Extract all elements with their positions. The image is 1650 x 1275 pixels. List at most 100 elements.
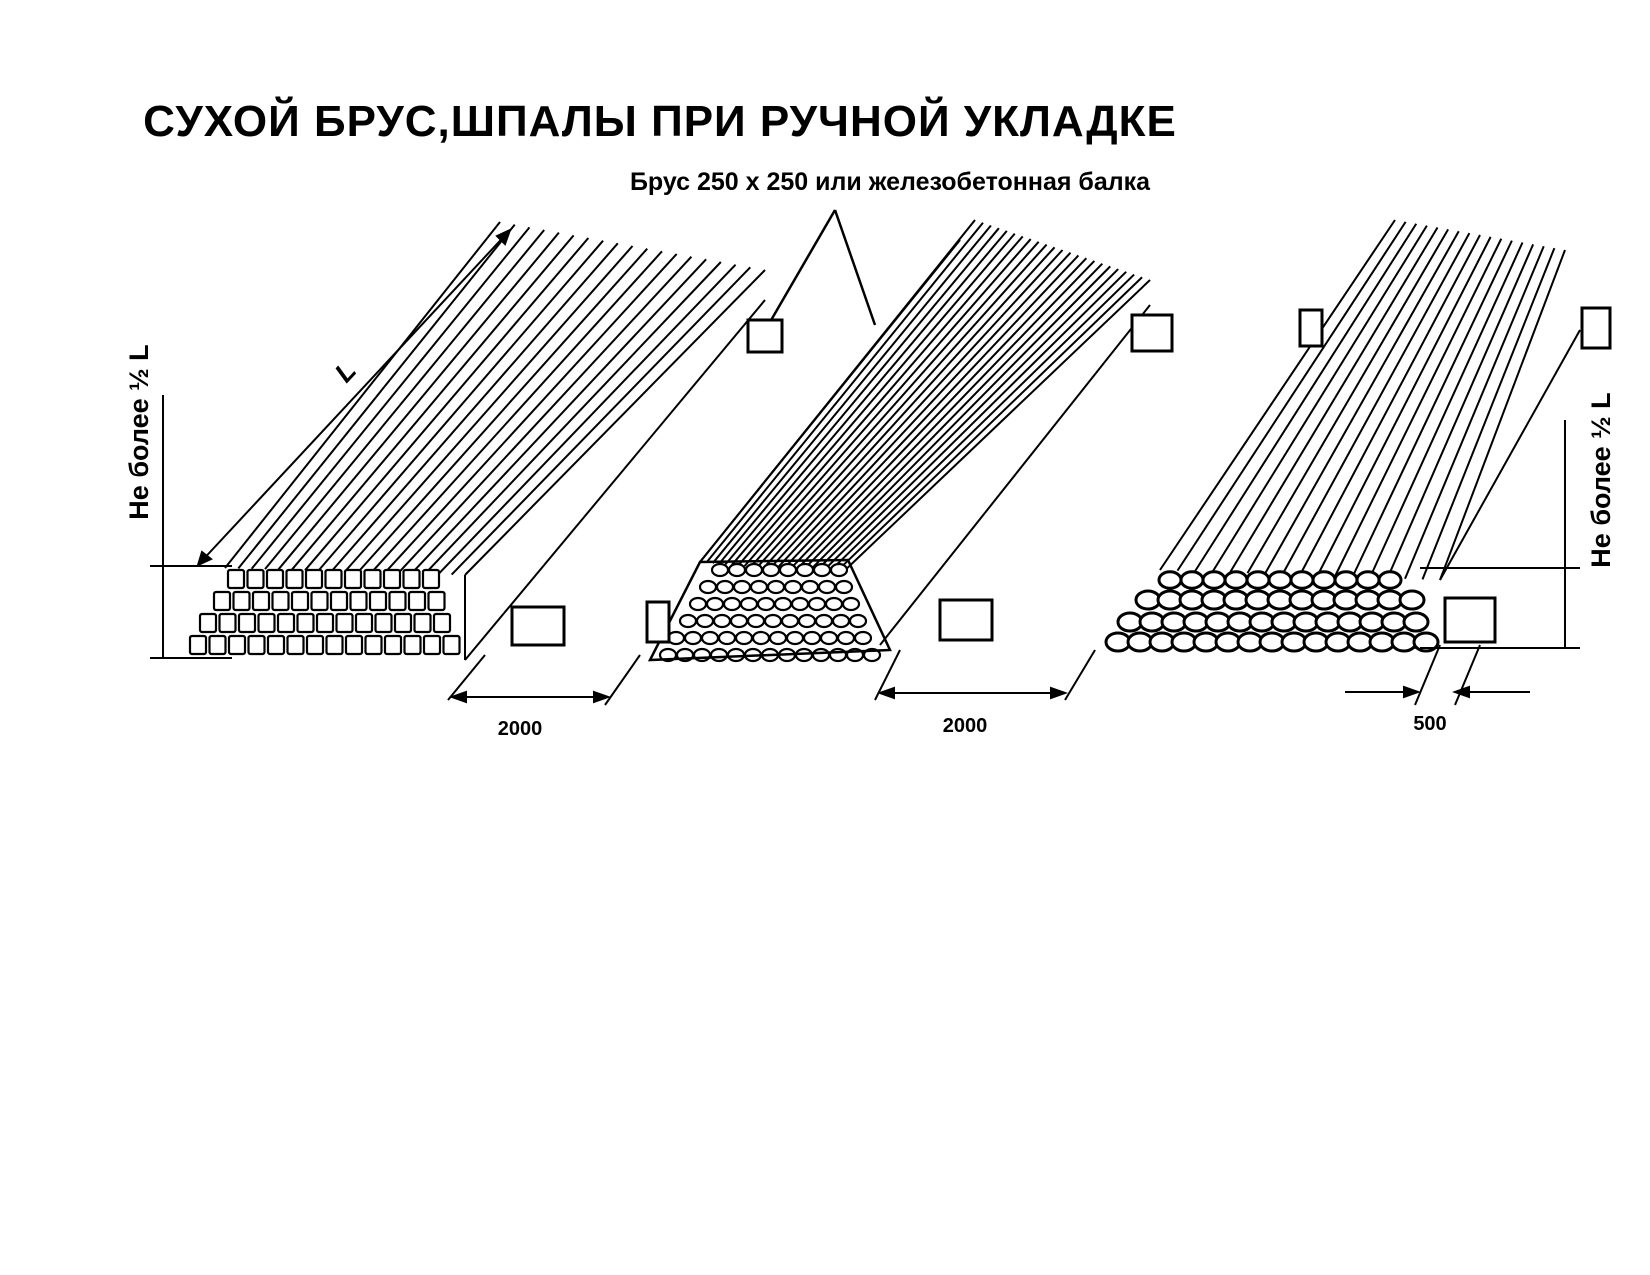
- timber-line: [1159, 219, 1396, 571]
- timber-line: [304, 237, 590, 571]
- square-timber-end: [324, 568, 343, 590]
- brick-timber-end: [841, 596, 861, 612]
- brick-timber-end: [853, 630, 873, 646]
- square-timber-end: [188, 634, 208, 656]
- square-timber-end: [304, 568, 324, 590]
- timber-line: [1351, 240, 1513, 578]
- round-timber-end: [1157, 570, 1183, 590]
- timber-line: [775, 252, 1072, 570]
- timber-line: [410, 258, 707, 575]
- brick-timber-end: [811, 647, 831, 663]
- round-timber-end: [1156, 589, 1184, 611]
- stack1-cross-section: [188, 568, 461, 656]
- timber-line: [781, 254, 1080, 571]
- round-timber-end: [1332, 589, 1360, 611]
- round-timber-end: [1138, 611, 1166, 633]
- brick-timber-end: [727, 562, 747, 578]
- round-timber-end: [1222, 589, 1250, 611]
- timber-line: [718, 227, 1000, 565]
- timber-line: [762, 246, 1056, 569]
- square-timber-end: [388, 590, 407, 612]
- timber-line: [464, 269, 766, 576]
- left-height-dimension: [150, 395, 232, 659]
- square-timber-end: [343, 568, 363, 590]
- timber-line: [794, 260, 1096, 572]
- round-timber-end: [1368, 631, 1396, 653]
- timber-line: [1439, 249, 1566, 581]
- round-timber-end: [1134, 589, 1162, 611]
- square-timber-end: [329, 590, 349, 612]
- round-timber-end: [1398, 589, 1426, 611]
- round-timber-end: [1402, 611, 1430, 633]
- round-timber-end: [1390, 631, 1418, 653]
- square-timber-end: [432, 612, 452, 634]
- timber-line: [290, 234, 575, 571]
- square-timber-end: [251, 590, 271, 612]
- timber-line: [450, 266, 751, 576]
- brick-timber-end: [751, 630, 771, 646]
- brick-timber-end: [766, 579, 786, 595]
- square-timber-end: [325, 634, 344, 656]
- timber-line: [807, 265, 1111, 573]
- diagram-title: СУХОЙ БРУС,ШПАЛЫ ПРИ РУЧНОЙ УКЛАДКЕ: [143, 95, 1177, 146]
- timber-line: [330, 242, 619, 572]
- round-timber-end: [1292, 611, 1320, 633]
- round-timber-end: [1126, 631, 1154, 653]
- brick-timber-end: [836, 630, 856, 646]
- brick-timber-end: [746, 613, 766, 629]
- brick-timber-end: [763, 613, 783, 629]
- round-timber-end: [1170, 631, 1198, 653]
- brick-timber-end: [734, 630, 754, 646]
- brick-timber-end: [744, 562, 764, 578]
- stack1-bottom-edge: [464, 299, 766, 661]
- square-timber-end: [198, 612, 218, 634]
- round-timber-end: [1354, 589, 1382, 611]
- brick-timber-end: [761, 562, 781, 578]
- round-timber-end: [1248, 611, 1276, 633]
- square-timber-end: [266, 634, 286, 656]
- stack3-cross-section: [1104, 570, 1440, 653]
- left-height-label: Не более ½ L: [124, 344, 154, 519]
- round-timber-end: [1377, 570, 1403, 590]
- square-timber-end: [354, 612, 374, 634]
- timber-line: [437, 263, 737, 575]
- timber-line: [1176, 221, 1407, 572]
- brick-timber-end: [756, 596, 776, 612]
- stack2-bottom-edge: [879, 304, 1151, 646]
- square-timber-end: [276, 612, 296, 634]
- spacing-label-3: 500: [1413, 713, 1446, 735]
- timber-line: [357, 248, 648, 573]
- timber-line: [1369, 242, 1524, 578]
- square-timber-end: [374, 612, 393, 634]
- square-timber-end: [393, 612, 413, 634]
- square-timber-end: [402, 568, 421, 590]
- square-timber-end: [413, 612, 432, 634]
- round-timber-end: [1270, 611, 1298, 633]
- brick-timber-end: [732, 579, 752, 595]
- round-timber-end: [1200, 589, 1228, 611]
- square-timber-end: [442, 634, 461, 656]
- square-timber-end: [257, 612, 276, 634]
- round-timber-end: [1376, 589, 1404, 611]
- round-timber-end: [1346, 631, 1374, 653]
- round-timber-end: [1223, 570, 1249, 590]
- round-timber-end: [1324, 631, 1352, 653]
- brick-timber-end: [807, 596, 827, 612]
- spacing-dimension-1: [447, 654, 641, 706]
- round-timber-end: [1244, 589, 1272, 611]
- round-timber-end: [1380, 611, 1408, 633]
- timber-line: [397, 255, 693, 574]
- stack2-support-beams: [645, 313, 1174, 644]
- round-timber-end: [1412, 631, 1440, 653]
- round-timber-end: [1192, 631, 1220, 653]
- right-height-label: Не более ½ L: [1586, 392, 1616, 567]
- brick-timber-end: [797, 613, 817, 629]
- timber-line: [250, 226, 531, 570]
- square-timber-end: [237, 612, 257, 634]
- brick-timber-end: [783, 579, 803, 595]
- stack1-support-beams: [510, 318, 784, 647]
- timber-line: [344, 245, 634, 573]
- brick-timber-end: [824, 596, 844, 612]
- stack3-timber-lines: [1119, 219, 1581, 649]
- brick-timber-end: [678, 613, 698, 629]
